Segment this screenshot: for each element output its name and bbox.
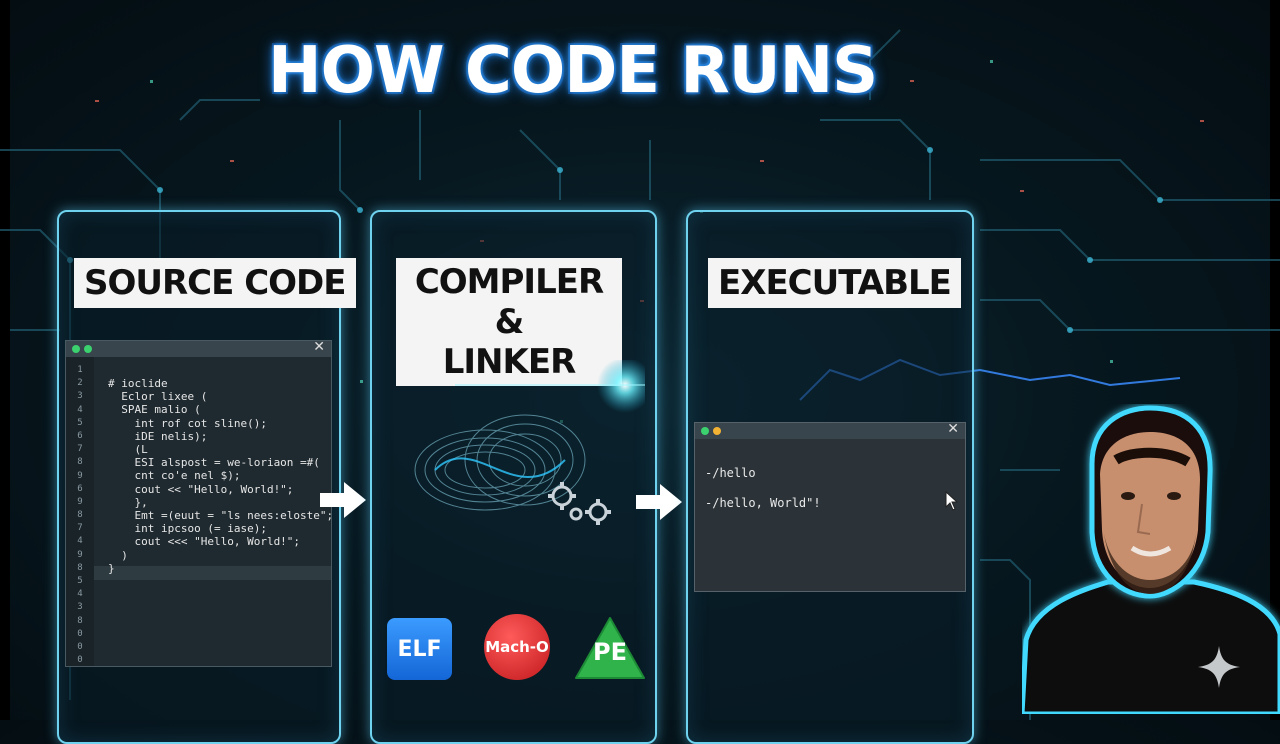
sparkle-watermark-icon (1198, 646, 1240, 688)
presenter-avatar (1019, 404, 1280, 717)
left-letterbox (0, 0, 10, 720)
terminal-command: -/hello (705, 466, 756, 480)
code-line: } (108, 561, 115, 575)
executable-label: EXECUTABLE (708, 258, 961, 308)
line-number: 3 (77, 602, 83, 613)
gears-icon (548, 482, 611, 525)
arrow-right-icon (636, 484, 682, 520)
line-number: 1 (77, 365, 83, 375)
code-line: iDE nelis); (108, 429, 208, 443)
code-line: (L (108, 443, 148, 457)
window-dot-icon (701, 427, 709, 435)
line-number: 4 (77, 404, 83, 415)
right-letterbox (1270, 0, 1280, 720)
code-line: cout << "Hello, World!"; (108, 482, 294, 496)
code-line: int ipcsoo (= iase); (108, 522, 267, 536)
current-line-highlight (94, 566, 331, 580)
source-code-text: # ioclide Eclor lixee ( SPAE malio ( int… (108, 377, 333, 575)
pe-format-label: PE (593, 638, 627, 666)
line-number: 8 (77, 457, 83, 468)
macho-format-badge: Mach-O (484, 614, 550, 680)
mouse-cursor-icon (945, 491, 959, 511)
elf-format-badge: ELF (387, 618, 452, 680)
line-number: 9 (77, 470, 83, 481)
line-number: 7 (77, 523, 83, 534)
compiler-label: COMPILER & LINKER (396, 258, 622, 386)
editor-title-bar: ✕ (66, 339, 331, 357)
line-number: 4 (77, 536, 83, 547)
line-number: 0 (77, 628, 83, 639)
line-number: 3 (77, 391, 83, 402)
code-editor-window: ✕ 1 2 3 4 5 6 7 8 9 6 9 8 7 4 9 8 5 4 3 8 0 0 0 # ioclide Eclo… (65, 339, 333, 667)
presenter-portrait (1019, 405, 1280, 717)
line-number: 8 (77, 615, 83, 626)
code-line: SPAE malio ( (108, 403, 201, 417)
close-icon[interactable]: ✕ (313, 339, 325, 355)
line-number: 9 (77, 496, 83, 507)
code-line: }, (108, 495, 148, 509)
pe-triangle-icon (575, 617, 645, 679)
line-number: 0 (77, 641, 83, 652)
line-number: 5 (77, 576, 83, 586)
line-number: 6 (77, 483, 83, 494)
window-dot-icon (713, 427, 721, 435)
code-line: ESI alspost = we-loriaon =#( (108, 456, 320, 470)
terminal-window: ✕ -/hello -/hello, World"! (694, 421, 966, 592)
page-title: HOW CODE RUNS (268, 34, 878, 108)
line-number: 6 (77, 430, 83, 441)
line-number: 4 (77, 589, 83, 600)
compiler-swirl-graphic (414, 360, 645, 511)
window-dot-icon (72, 345, 80, 353)
line-number: 7 (77, 444, 83, 455)
line-number: 5 (77, 417, 83, 428)
source-code-label: SOURCE CODE (74, 258, 356, 308)
code-line: cnt co'e nel $); (108, 469, 241, 483)
terminal-output: -/hello, World"! (705, 496, 821, 510)
code-line: # ioclide (108, 377, 168, 390)
code-line: cout <<< "Hello, World!"; (108, 535, 301, 549)
line-number: 9 (77, 549, 83, 560)
close-icon[interactable]: ✕ (947, 421, 959, 437)
line-number: 8 (77, 510, 83, 521)
terminal-title-bar: ✕ (695, 421, 965, 439)
arrow-right-icon (320, 482, 366, 518)
compiler-label-line2: LINKER (442, 342, 577, 382)
code-line: Eclor lixee ( (108, 390, 208, 404)
code-line: int rof cot sline(); (108, 416, 267, 430)
circuit-background (0, 29, 1280, 720)
line-number: 2 (77, 378, 83, 389)
line-number-gutter: 1 2 3 4 5 6 7 8 9 6 9 8 7 4 9 8 5 4 3 8 0 0 0 (66, 357, 94, 666)
pe-format-badge: PE (574, 614, 646, 682)
line-number: 0 (77, 655, 83, 666)
line-number: 8 (77, 562, 83, 573)
code-line: Emt =(euut = "ls nees:eloste"; (108, 509, 334, 523)
code-line: ) (108, 548, 128, 562)
compiler-label-line1: COMPILER & (414, 262, 604, 342)
window-dot-icon (84, 345, 92, 353)
